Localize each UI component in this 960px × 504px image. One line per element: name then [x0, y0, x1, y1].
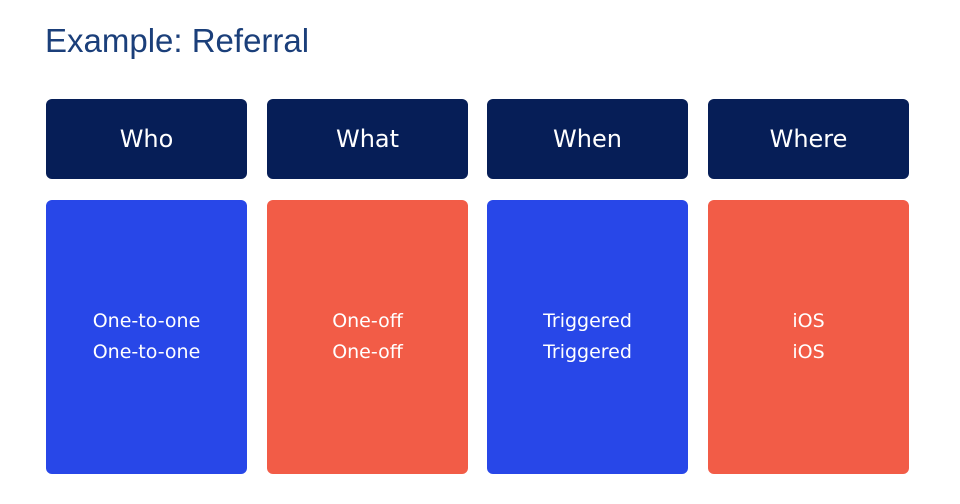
column-header-who: Who [46, 99, 247, 179]
card-what: One-off One-off [267, 200, 468, 474]
card-who-line-1: One-to-one [92, 310, 201, 332]
card-where: iOS iOS [708, 200, 909, 474]
card-when-line-2: Triggered [543, 341, 632, 363]
column-header-where: Where [708, 99, 909, 179]
card-where-line-2: iOS [792, 341, 825, 363]
slide-title: Example: Referral [45, 22, 310, 59]
column-header-when: When [487, 99, 688, 179]
card-who: One-to-one One-to-one [46, 200, 247, 474]
card-when: Triggered Triggered [487, 200, 688, 474]
card-what-line-2: One-off [332, 341, 403, 363]
column-header-what: What [267, 99, 468, 179]
card-what-line-1: One-off [332, 310, 403, 332]
card-where-line-1: iOS [792, 310, 825, 332]
card-when-line-1: Triggered [543, 310, 632, 332]
card-who-line-2: One-to-one [92, 341, 201, 363]
